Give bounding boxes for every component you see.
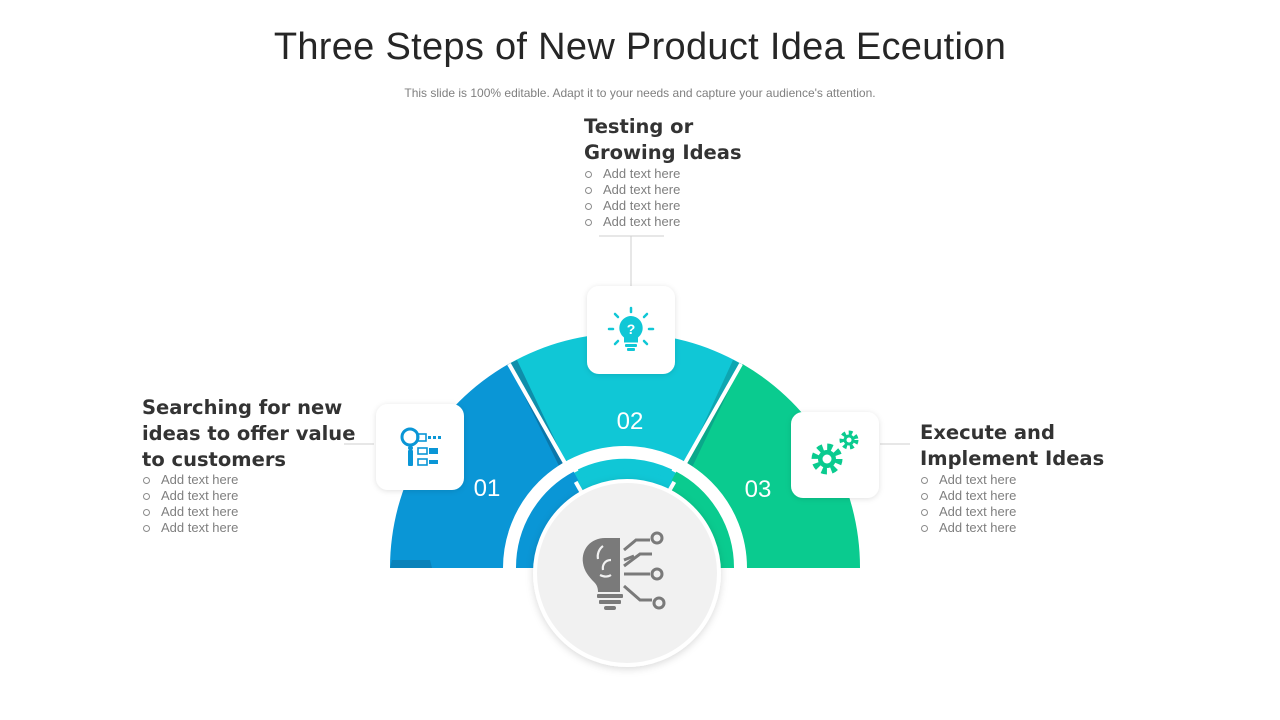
list-item: Add text here [143, 472, 238, 488]
step-1-bullets: Add text here Add text here Add text her… [143, 472, 238, 536]
fold-shadow-base [390, 560, 432, 568]
step-2-heading: Testing or Growing Ideas [584, 114, 742, 166]
list-item: Add text here [921, 504, 1016, 520]
brain-bulb-circuit-icon [582, 531, 666, 610]
step-2-number: 02 [617, 408, 644, 435]
step-1-number: 01 [474, 475, 501, 502]
step-1-icon-box [376, 404, 464, 490]
segment-1 [390, 364, 591, 568]
slide-subtitle: This slide is 100% editable. Adapt it to… [404, 86, 876, 100]
step-2-heading-line: Testing or [584, 115, 694, 138]
step-1-heading-line: Searching for new [142, 396, 343, 419]
checklist-search-icon [400, 427, 441, 466]
list-item: Add text here [143, 504, 238, 520]
svg-text:?: ? [627, 321, 636, 337]
step-1-heading-line: to customers [142, 448, 287, 471]
list-item: Add text here [585, 198, 680, 214]
step-3-heading-line: Execute and [920, 421, 1055, 444]
list-item: Add text here [921, 472, 1016, 488]
step-3-heading: Execute and Implement Ideas [920, 420, 1104, 472]
list-item: Add text here [143, 488, 238, 504]
inner-ring-3 [671, 471, 735, 569]
step-1-heading-line: ideas to offer value [142, 422, 356, 445]
list-item: Add text here [585, 214, 680, 230]
step-3-number: 03 [745, 476, 772, 503]
slide-title: Three Steps of New Product Idea Eceution [273, 26, 1007, 68]
divider-line [507, 363, 593, 510]
step-1-heading: Searching for new ideas to offer value t… [142, 395, 355, 473]
gears-icon [811, 430, 859, 475]
list-item: Add text here [585, 182, 680, 198]
step-3-heading-line: Implement Ideas [920, 447, 1105, 470]
step-2-bullets: Add text here Add text here Add text her… [585, 166, 680, 230]
list-item: Add text here [921, 520, 1016, 536]
list-item: Add text here [921, 488, 1016, 504]
lightbulb-question-icon: ? [607, 306, 655, 351]
gap-ring [503, 446, 747, 569]
list-item: Add text here [585, 166, 680, 182]
inner-ring-2 [577, 458, 673, 479]
step-2-heading-line: Growing Ideas [584, 141, 742, 164]
inner-ring-1 [515, 471, 579, 569]
step-3-bullets: Add text here Add text here Add text her… [921, 472, 1016, 536]
list-item: Add text here [143, 520, 238, 536]
divider-line [657, 363, 743, 510]
segment-3 [659, 364, 861, 568]
